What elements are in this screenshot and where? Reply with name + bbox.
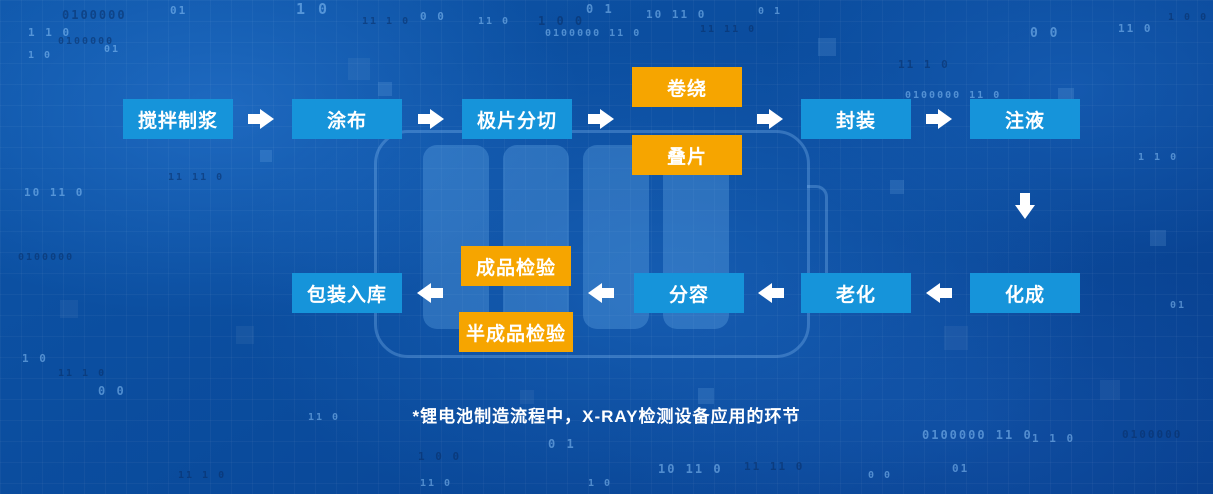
binary-text: 01 [952, 462, 970, 475]
pixel-square [1100, 380, 1120, 400]
binary-text: 11 1 0 [58, 368, 107, 379]
arrow-left-icon [417, 283, 443, 303]
binary-text: 11 11 0 [168, 172, 225, 183]
arrow-right-icon [926, 109, 952, 129]
pixel-square [1150, 230, 1166, 246]
binary-text: 0 1 [758, 6, 783, 17]
pixel-square [348, 58, 370, 80]
pixel-square [378, 82, 392, 96]
binary-text: 0100000 [62, 8, 127, 22]
binary-text: 0100000 11 0 [545, 28, 642, 39]
binary-text: 0 0 [868, 470, 893, 481]
binary-text: 1 0 [296, 0, 330, 18]
step-winding: 卷绕 [632, 67, 742, 107]
binary-text: 10 11 0 [658, 462, 723, 476]
arrow-right-icon [418, 109, 444, 129]
binary-text: 11 1 0 [898, 58, 950, 71]
binary-text: 1 1 0 [28, 26, 72, 39]
step-slitting: 极片分切 [462, 99, 572, 139]
arrow-right-icon [757, 109, 783, 129]
step-final-inspection: 成品检验 [461, 246, 571, 286]
pixel-square [818, 38, 836, 56]
step-sealing: 封装 [801, 99, 911, 139]
binary-text: 11 1 0 [362, 16, 411, 27]
binary-text: 1 0 0 [538, 14, 585, 28]
binary-text: 0 0 [420, 10, 446, 23]
pixel-square [236, 326, 254, 344]
step-semi-inspection: 半成品检验 [459, 312, 573, 352]
binary-text: 01 [104, 44, 121, 55]
pixel-square [944, 326, 968, 350]
step-packing: 包装入库 [292, 273, 402, 313]
binary-text: 1 1 0 [1138, 152, 1179, 163]
binary-text: 11 0 [420, 478, 453, 489]
binary-text: 01 [170, 4, 188, 17]
binary-text: 11 11 0 [744, 460, 805, 473]
binary-text: 0100000 [18, 252, 75, 263]
arrow-right-icon [588, 109, 614, 129]
diagram-caption: *锂电池制造流程中，X-RAY检测设备应用的环节 [412, 407, 801, 426]
battery-cell [503, 145, 569, 329]
binary-text: 01 [1170, 300, 1187, 311]
battery-cell [423, 145, 489, 329]
arrow-left-icon [758, 283, 784, 303]
battery-outline-graphic [374, 130, 828, 358]
step-stacking: 叠片 [632, 135, 742, 175]
pixel-square [890, 180, 904, 194]
binary-text: 1 0 [28, 50, 53, 61]
binary-text: 1 0 [22, 352, 48, 365]
binary-text: 11 1 0 [178, 470, 227, 481]
arrow-left-icon [926, 283, 952, 303]
binary-text: 11 11 0 [700, 24, 757, 35]
binary-text: 10 11 0 [24, 186, 85, 199]
arrow-right-icon [248, 109, 274, 129]
binary-text: 10 11 0 [646, 8, 707, 21]
binary-text: 0100000 [1122, 428, 1183, 441]
binary-text: 1 0 [588, 478, 613, 489]
step-formation: 化成 [970, 273, 1080, 313]
binary-text: 0 0 [98, 384, 126, 398]
step-coating: 涂布 [292, 99, 402, 139]
pixel-square [60, 300, 78, 318]
step-injection: 注液 [970, 99, 1080, 139]
binary-text: 11 0 [478, 16, 511, 27]
step-grading: 分容 [634, 273, 744, 313]
binary-text: 1 1 0 [1032, 432, 1076, 445]
binary-text: 0 1 [548, 437, 576, 451]
binary-text: 0100000 [58, 36, 115, 47]
arrow-down-icon [1015, 193, 1035, 219]
pixel-square [260, 150, 272, 162]
binary-text: 0100000 11 0 [922, 428, 1033, 442]
binary-text: 1 0 0 [418, 450, 462, 463]
binary-text: 1 0 0 [1168, 12, 1209, 23]
arrow-left-icon [588, 283, 614, 303]
binary-text: 0 1 [586, 2, 614, 16]
step-mixing: 搅拌制浆 [123, 99, 233, 139]
step-aging: 老化 [801, 273, 911, 313]
binary-text: 11 0 [1118, 22, 1153, 35]
binary-text: 0 0 [1030, 26, 1060, 41]
